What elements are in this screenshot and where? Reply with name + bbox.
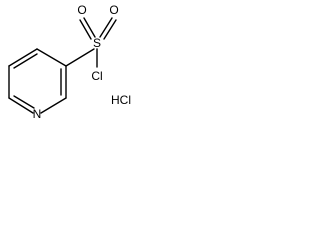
atom-oxygen-top-left: O bbox=[77, 3, 86, 17]
atom-sulfur: S bbox=[93, 36, 101, 50]
bond-ring-inner-double-top-left bbox=[13, 53, 38, 69]
bond-sulfur-oxygen-top-right-b bbox=[103, 19, 117, 40]
bond-ring-to-sulfur bbox=[65, 48, 95, 67]
bond-sulfur-oxygen-top-right-a bbox=[99, 17, 113, 38]
sulfonyl-chloride-group bbox=[65, 17, 117, 68]
atom-oxygen-top-right: O bbox=[109, 3, 118, 17]
bond-sulfur-oxygen-top-left-b bbox=[83, 17, 96, 38]
pyridine-ring bbox=[8, 48, 67, 114]
salt-label: HCl bbox=[111, 93, 131, 107]
chemical-structure-diagram: N S O O Cl HCl bbox=[8, 3, 131, 121]
atom-chlorine: Cl bbox=[91, 69, 102, 83]
bond-ring-bottom-left bbox=[8, 97, 34, 114]
bond-ring-top-left bbox=[8, 48, 38, 67]
atom-nitrogen: N bbox=[33, 107, 42, 121]
bond-ring-top-right bbox=[36, 48, 67, 67]
bond-ring-inner-double-bottom-left bbox=[13, 95, 35, 109]
bond-ring-bottom-right bbox=[40, 97, 67, 114]
bond-sulfur-oxygen-top-left-a bbox=[79, 19, 92, 40]
